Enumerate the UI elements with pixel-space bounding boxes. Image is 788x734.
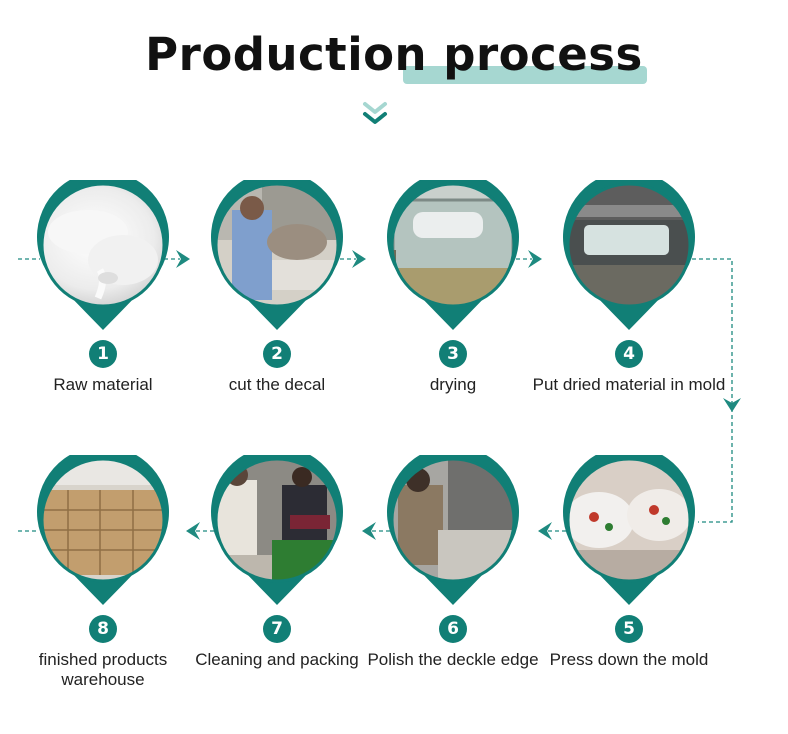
step-number-badge: 1 [89, 340, 117, 368]
step-label: Raw material [53, 375, 153, 394]
step-5: 5 Press down the mold [550, 455, 708, 695]
left-arrow-icon [538, 522, 552, 540]
title-text: Production process [145, 28, 643, 81]
right-arrow-icon [176, 250, 190, 268]
pin-photo-polish [387, 455, 519, 605]
step-label: Press down the mold [549, 650, 709, 669]
step-number-badge: 8 [89, 615, 117, 643]
step-number-badge: 3 [439, 340, 467, 368]
step-3: 3 drying [378, 180, 528, 420]
step-8: 8 finished products warehouse [28, 455, 178, 695]
step-label: Polish the deckle edge [367, 650, 539, 669]
title-highlight [403, 66, 647, 84]
pin-photo-drying [387, 180, 519, 330]
pin-photo-cut-the-decal [211, 180, 343, 330]
step-number-badge: 2 [263, 340, 291, 368]
step-label: Put dried material in mold [532, 375, 726, 394]
page-title: Production process [145, 28, 647, 84]
step-number-badge: 7 [263, 615, 291, 643]
left-arrow-icon [362, 522, 376, 540]
left-arrow-icon [186, 522, 200, 540]
step-1: 1 Raw material [28, 180, 178, 420]
pin-photo-mold [563, 180, 695, 330]
step-number-badge: 4 [615, 340, 643, 368]
step-7: 7 Cleaning and packing [195, 455, 359, 695]
step-label: finished products warehouse [38, 650, 168, 689]
step-number-badge: 6 [439, 615, 467, 643]
step-4: 4 Put dried material in mold [533, 180, 725, 420]
pin-photo-warehouse [37, 455, 169, 605]
step-label: Cleaning and packing [195, 650, 359, 669]
down-arrow-icon [723, 398, 741, 412]
right-arrow-icon [352, 250, 366, 268]
title-area: Production process [0, 28, 788, 84]
step-label: drying [429, 375, 477, 394]
flow-line-4-5 [692, 258, 733, 523]
pin-photo-raw-material [37, 180, 169, 330]
pin-photo-cleaning-packing [211, 455, 343, 605]
pin-photo-press-down [563, 455, 695, 605]
step-6: 6 Polish the deckle edge [367, 455, 539, 695]
step-number-badge: 5 [615, 615, 643, 643]
step-2: 2 cut the decal [202, 180, 352, 420]
right-arrow-icon [528, 250, 542, 268]
double-chevron-down-icon [363, 102, 387, 124]
step-label: cut the decal [228, 375, 326, 394]
